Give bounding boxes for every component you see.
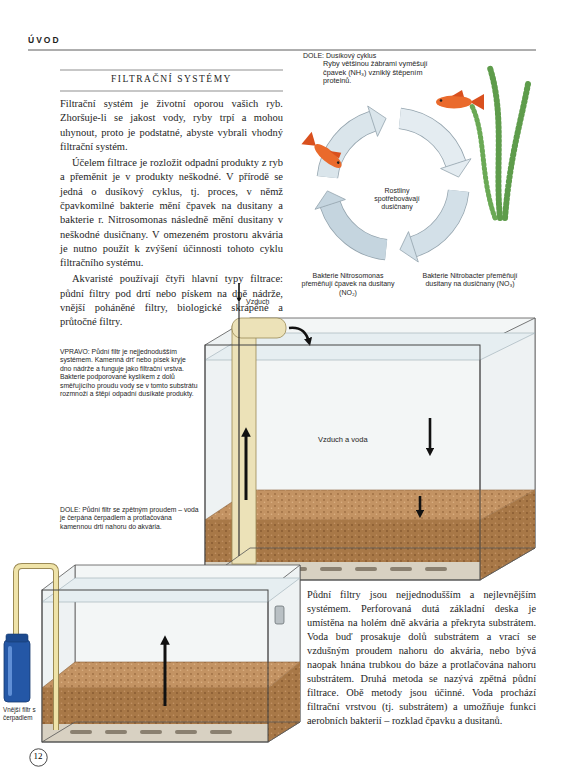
plate-slots-part	[390, 567, 412, 571]
reverse-flow-tank-part	[42, 590, 268, 742]
fish-figure	[301, 130, 348, 173]
plate-slots-part	[175, 730, 197, 734]
plant-figure-part	[505, 84, 528, 218]
cycle-ring-part	[330, 204, 386, 249]
undergravel-tank	[205, 283, 535, 580]
plate-slots-part	[210, 730, 232, 734]
body-paragraph: Filtrační systém je životní oporou vašic…	[60, 97, 283, 154]
cycle-arrowheads-part	[315, 191, 345, 209]
reverse-flow-tank-part	[275, 606, 284, 624]
cycle-arrowheads-part	[368, 106, 386, 136]
undergravel-tank-part	[480, 490, 535, 580]
reverse-flow-tank-part	[42, 722, 300, 742]
body-paragraph: Půdní filtry jsou nejjednodušším a nejle…	[307, 588, 536, 728]
plate-slots-part	[425, 567, 447, 571]
cycle-label: Rostliny spotřebovávají dusičnany	[366, 187, 428, 211]
reverse-flow-tank-part	[42, 724, 268, 742]
external-filter-canister	[4, 634, 30, 702]
page-number-circle: 12	[29, 748, 48, 767]
figure-caption: DOLE: Půdní filtr se zpětným proudem – v…	[60, 506, 200, 531]
section-title: FILTRAČNÍ SYSTÉMY	[60, 74, 283, 85]
fish-figure-part	[336, 161, 340, 165]
cycle-arrowheads	[315, 106, 471, 262]
cycle-ring	[327, 118, 458, 249]
plant-figure-part	[490, 68, 500, 218]
cycle-ring-part	[400, 118, 456, 163]
cycle-ring-part	[330, 204, 386, 249]
running-header: ÚVOD	[28, 36, 148, 45]
fish-figure-part	[436, 96, 472, 109]
reverse-flow-tank-part	[164, 640, 167, 706]
fish-figure-part	[311, 140, 345, 171]
cycle-ring-part	[413, 191, 458, 247]
undergravel-tank-part	[232, 326, 256, 564]
page-number: 12	[34, 752, 43, 762]
external-filter-canister-part	[6, 634, 28, 642]
external-filter-canister-part	[4, 640, 30, 702]
page-rules-part	[60, 70, 283, 71]
circle-outline	[29, 748, 46, 765]
cycle-label: Ryby většinou žábrami vyměšují čpavek (N…	[323, 60, 435, 86]
page-rules	[28, 50, 536, 91]
plant-figure-part	[472, 106, 495, 218]
reverse-flow-tank-part	[268, 662, 300, 742]
plate-slots	[70, 730, 232, 734]
cycle-ring-part	[413, 191, 458, 247]
plant-figure	[472, 68, 528, 218]
plate-slots-part	[70, 730, 92, 734]
body-paragraph: Účelem filtrace je rozložit odpadní prod…	[60, 156, 283, 270]
undergravel-tank-part	[289, 328, 309, 342]
fish-figure-part	[452, 90, 464, 97]
flow-label: Vzduch a voda	[318, 436, 398, 444]
undergravel-tank-part	[419, 496, 422, 514]
fish-figure-part	[330, 146, 343, 158]
nitrogen-cycle	[301, 68, 528, 262]
plate-slots-part	[140, 730, 162, 734]
fish-figure	[436, 90, 484, 110]
undergravel-tank-part	[480, 318, 535, 580]
page-rules-part	[60, 91, 283, 92]
text-column: Filtrační systém je životní oporou vašic…	[60, 97, 283, 332]
undergravel-tank-part	[429, 418, 432, 452]
cycle-ring-part	[400, 118, 456, 163]
plate-slots-part	[105, 730, 127, 734]
cycle-label: Bakterie Nitrobacter přeměňují dusitany …	[420, 272, 520, 289]
reverse-flow-tank-part	[42, 688, 268, 724]
plant-figure-part	[505, 84, 528, 218]
figure-caption: VPRAVO: Půdní filtr je nejjednodušším sy…	[60, 348, 198, 399]
plant-figure-part	[472, 106, 495, 218]
reverse-flow-tank	[4, 565, 300, 742]
plant-figure-part	[490, 68, 500, 218]
fish-figure-part	[440, 99, 443, 102]
part-label: Vnější filtr s čerpadlem	[3, 706, 41, 721]
undergravel-tank-part	[245, 432, 248, 500]
undergravel-tank-part	[238, 302, 239, 556]
external-filter-canister-part	[8, 646, 12, 696]
cycle-ring-part	[327, 121, 372, 177]
plate-slots-part	[320, 567, 342, 571]
cycle-label: Bakterie Nitrosomonas přeměňují čpavek n…	[300, 272, 396, 297]
cycle-arrowheads-part	[441, 159, 471, 177]
plate-slots-part	[355, 567, 377, 571]
undergravel-tank-part	[205, 345, 480, 580]
reverse-flow-tank-part	[42, 662, 300, 688]
page-rules-part	[28, 50, 536, 51]
cycle-ring-part	[327, 121, 372, 177]
flow-label: Vzduch	[246, 298, 296, 306]
undergravel-tank-part	[232, 318, 286, 338]
cycle-arrowheads-part	[400, 232, 418, 262]
